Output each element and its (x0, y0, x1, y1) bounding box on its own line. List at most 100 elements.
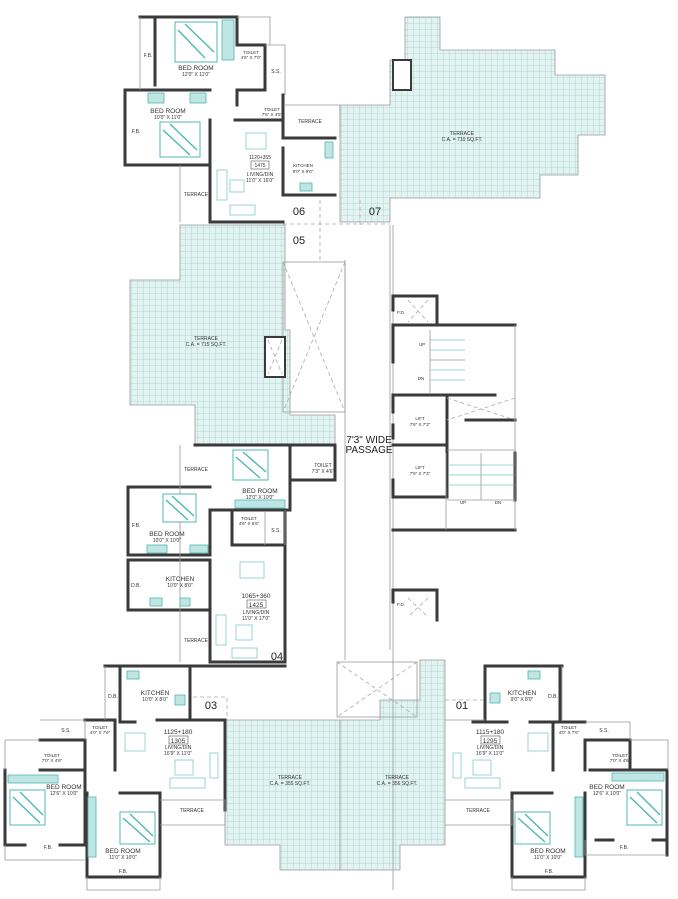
unit06-toilet1-label: TOILET (243, 50, 259, 55)
unit01-fb2: F.B. (545, 869, 554, 875)
unit03-fb2: F.B. (119, 869, 128, 875)
unit06-bedroom1-label: BED ROOM (178, 65, 213, 72)
terrace-bottom-left (224, 719, 341, 871)
unit03-living-label: LIVING/DIN (165, 745, 192, 751)
unit03-fb1: F.B. (44, 845, 53, 851)
unit01-toilet1-label: TOILET (561, 725, 577, 730)
unit06-bedroom1-size: 12'0" X 11'0" (182, 72, 210, 78)
core-fd-top: F.D. (397, 310, 405, 315)
unit04-kitchen-size: 10'0" X 8'0" (167, 583, 193, 589)
core-stair2-up: UP (460, 500, 466, 505)
unit03-toilet2-label: TOILET (44, 753, 60, 758)
unit01-number: 01 (456, 700, 468, 712)
terrace-middle-area: C.A. = 715 SQ.FT. (186, 342, 227, 348)
unit03-kitchen-label: KITCHEN (141, 690, 170, 697)
shaft-bottom (336, 661, 418, 718)
unit06-terrace2: TERRACE (184, 192, 209, 198)
terrace-bottom-right-area: C.A. = 356 SQ.FT. (377, 781, 418, 787)
unit06-bedroom2-label: BED ROOM (150, 108, 185, 115)
unit06-bedroom2-size: 10'0" X 11'0" (154, 115, 182, 121)
terrace-middle-label: TERRACE (194, 336, 219, 342)
unit05-number: 05 (293, 235, 305, 247)
core-stair2-dn: DN (495, 500, 502, 505)
core-lift2-label: LIFT (415, 465, 425, 470)
unit04-toilet1-size: 7'3" X 4'6" (312, 469, 335, 475)
duct-top (392, 59, 412, 91)
unit06-toilet1-size: 4'6" X 7'0" (241, 55, 262, 60)
passage-line1: 7'3" WIDE (346, 435, 392, 446)
unit03-db: D.B. (108, 694, 118, 700)
unit06-kitchen-label: KITCHEN (293, 163, 313, 168)
unit03-toilet1-size: 4'0" X 7'6" (90, 730, 111, 735)
terrace-bottom-right (339, 659, 446, 871)
core-lift1-size: 7'6" X 7'3" (410, 422, 431, 427)
unit01-bedroom1-label: BED ROOM (589, 784, 624, 791)
unit06-living-label: LIVING/DIN (247, 172, 274, 178)
unit04-living-label: LIVING/DIN (243, 610, 270, 616)
unit01-kitchen-size: 9'0" X 8'0" (511, 697, 534, 703)
terrace-top-label: TERRACE (450, 131, 475, 137)
unit-03 (3, 664, 287, 891)
unit06-living-size: 11'0" X 16'0" (246, 178, 274, 184)
unit04-toilet1-label: TOILET (314, 463, 331, 469)
unit03-terrace: TERRACE (180, 808, 205, 814)
unit04-number: 04 (271, 651, 283, 663)
core-fd-bottom: F.D. (397, 602, 405, 607)
core (344, 225, 517, 890)
unit06-kitchen-size: 8'0" X 9'0" (293, 169, 314, 174)
unit04-bedroom2-size: 10'0" X 10'0" (153, 538, 181, 544)
unit04-fb: F.B. (132, 523, 141, 529)
unit01-terrace: TERRACE (466, 808, 491, 814)
unit04-living-size: 11'0" X 17'0" (242, 616, 270, 622)
core-stair1-dn: DN (418, 376, 425, 381)
unit06-fb1: F.B. (144, 53, 153, 59)
core-lift2-size: 7'6" X 7'3" (410, 471, 431, 476)
unit06-fb2: F.B. (132, 129, 141, 135)
unit01-area: 1115+180 (476, 729, 505, 736)
unit01-total: 1295 (483, 738, 498, 745)
unit04-bedroom1-size: 12'0" X 10'0" (246, 495, 274, 501)
core-lift1-label: LIFT (415, 416, 425, 421)
unit03-bedroom1-size: 12'6" X 10'0" (50, 791, 78, 797)
unit-01 (445, 664, 669, 891)
unit06-total: 1475 (254, 163, 265, 169)
terrace-top (339, 16, 606, 223)
unit01-bedroom2-label: BED ROOM (530, 848, 565, 855)
terrace-bottom-left-area: C.A. = 355 SQ.FT. (270, 781, 311, 787)
terrace-bottom-left-label: TERRACE (278, 775, 303, 781)
unit01-living-size: 16'9" X 11'0" (476, 751, 504, 757)
unit06-number: 06 (293, 206, 305, 218)
unit04-terrace2: TERRACE (184, 638, 209, 644)
unit04-db: D.B. (131, 583, 141, 589)
passage-line2: PASSAGE (345, 445, 392, 456)
unit04-area: 1065+360 (241, 593, 270, 600)
unit07-number: 07 (369, 206, 381, 218)
unit03-total: 1305 (171, 738, 186, 745)
unit04-kitchen-label: KITCHEN (166, 576, 195, 583)
unit03-number: 03 (205, 700, 217, 712)
unit04-total: 1425 (249, 602, 264, 609)
core-stair1-up: UP (419, 342, 425, 347)
unit01-bedroom2-size: 11'0" X 10'0" (534, 855, 562, 861)
unit04-ss: S.S. (271, 528, 280, 534)
unit03-bedroom2-label: BED ROOM (105, 848, 140, 855)
unit01-toilet1-size: 4'0" X 7'6" (559, 730, 580, 735)
unit03-bedroom2-size: 11'0" X 10'0" (109, 855, 137, 861)
unit03-toilet1-label: TOILET (92, 725, 108, 730)
unit04-terrace1: TERRACE (184, 467, 209, 473)
terrace-bottom-right-label: TERRACE (385, 775, 410, 781)
unit-06 (123, 15, 341, 224)
unit01-toilet2-size: 7'0" X 4'6" (610, 758, 631, 763)
unit01-living-label: LIVING/DIN (477, 745, 504, 751)
terrace-top-area: C.A. = 710 SQ.FT. (442, 137, 483, 143)
unit01-ss: S.S. (599, 728, 608, 734)
unit04-toilet2-label: TOILET (241, 516, 257, 521)
unit03-living-size: 16'9" X 11'0" (164, 751, 192, 757)
unit04-bedroom1-label: BED ROOM (242, 488, 277, 495)
unit06-toilet2-label: TOILET (264, 107, 280, 112)
unit01-fb1: F.B. (620, 845, 629, 851)
unit03-toilet2-size: 7'0" X 4'6" (42, 758, 63, 763)
unit06-area: 1120+355 (249, 155, 271, 161)
unit01-db: D.B. (548, 694, 558, 700)
